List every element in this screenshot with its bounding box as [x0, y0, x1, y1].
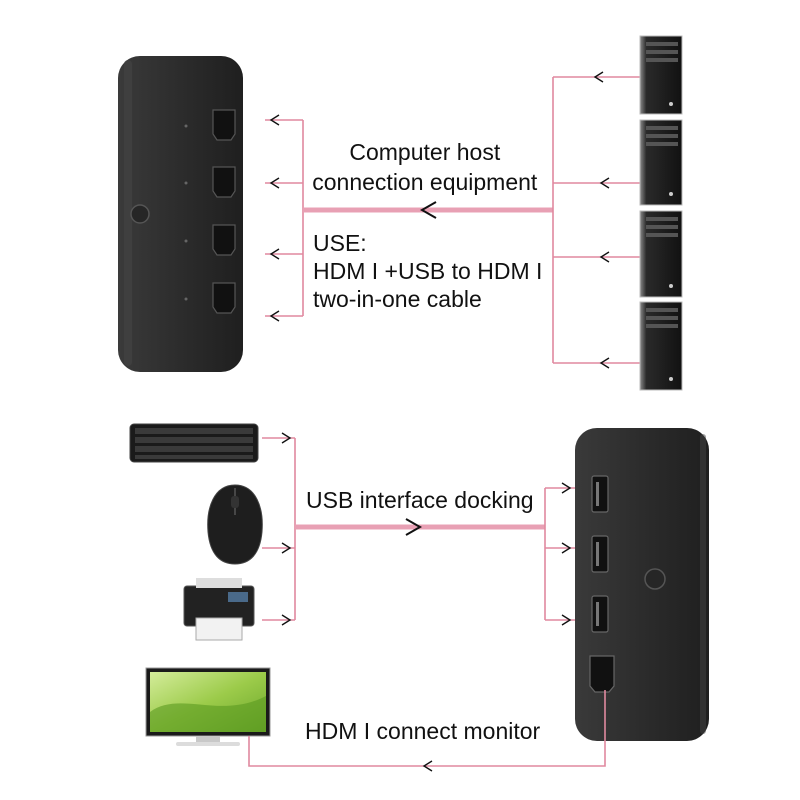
svg-text:Computer host connection e: Computer host connection equipment USE: …: [305, 139, 549, 744]
label-usb-docking: USB interface docking: [306, 487, 534, 513]
mouse-icon: [207, 484, 263, 565]
usb-port-icon: [591, 595, 609, 633]
kvm-switch-bottom: [575, 428, 709, 741]
monitor-cable: [248, 690, 606, 767]
arrow-left-icon: [422, 760, 433, 772]
label-computer-host: Computer host: [349, 139, 500, 165]
label-use-line2: two-in-one cable: [313, 286, 482, 312]
computer-cable-bus: [552, 76, 640, 364]
switch-button-icon: [644, 568, 666, 590]
switch-button-icon: [130, 204, 150, 224]
arrow-left-icon: [593, 71, 610, 369]
usb-cable-bus: [262, 437, 296, 621]
hdmi-port-icon: [589, 655, 615, 693]
computer-tower-icon: [639, 210, 683, 298]
arrow-right-icon: [405, 518, 423, 536]
hdmi-port-icon: [212, 109, 236, 141]
arrow-right-icon: [281, 432, 292, 626]
kvm-switch-top: [118, 56, 243, 372]
label-use-line1: HDM I +USB to HDM I: [313, 258, 542, 284]
arrow-left-icon: [269, 114, 280, 322]
label-use-heading: USE:: [313, 230, 367, 256]
printer-icon: [183, 578, 255, 641]
hdmi-port-icon: [212, 282, 236, 314]
computer-tower-icon: [639, 35, 683, 115]
keyboard-icon: [129, 423, 259, 463]
computer-tower-icon: [639, 119, 683, 206]
hdmi-ports-group: [212, 109, 236, 314]
arrow-left-icon: [419, 201, 437, 219]
label-connection-equipment: connection equipment: [312, 169, 538, 195]
label-hdmi-monitor: HDM I connect monitor: [305, 718, 541, 744]
hdmi-port-icon: [212, 224, 236, 256]
hdmi-port-icon: [212, 166, 236, 198]
arrow-right-icon: [561, 482, 572, 626]
usb-port-icon: [591, 475, 609, 513]
computer-tower-icon: [639, 301, 683, 391]
usb-port-bus: [544, 487, 575, 621]
monitor-icon: [145, 667, 271, 746]
usb-ports-group: [591, 475, 609, 633]
hdmi-cable-bus: [265, 119, 304, 317]
usb-port-icon: [591, 535, 609, 573]
